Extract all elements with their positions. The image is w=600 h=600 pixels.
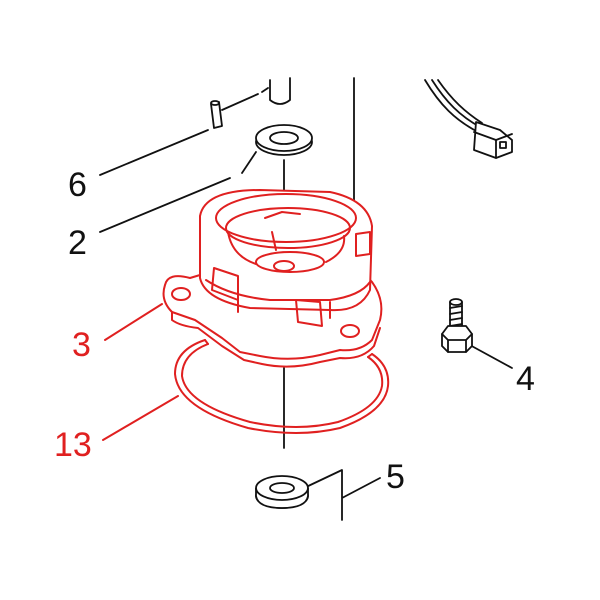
callout-label-6: 6 xyxy=(68,166,87,204)
bolt-part-4 xyxy=(441,298,473,353)
pin-part xyxy=(210,100,223,129)
o-ring-part-13 xyxy=(174,339,390,434)
leader-line-13 xyxy=(102,395,179,441)
callout-label-3: 3 xyxy=(72,326,91,364)
callout-label-4: 4 xyxy=(516,360,535,398)
leader-line-3 xyxy=(104,303,163,341)
wire-connector xyxy=(424,79,513,159)
shaft xyxy=(261,77,291,105)
housing-part-3 xyxy=(162,189,383,368)
callout-label-5: 5 xyxy=(386,458,405,496)
washer-part-5 xyxy=(255,475,309,509)
leader-line-6-pin xyxy=(221,93,259,111)
washer-part-2 xyxy=(255,124,313,156)
leader-line-6 xyxy=(99,129,209,176)
callout-label-13: 13 xyxy=(54,426,92,464)
leader-line-5 xyxy=(303,469,381,521)
leader-line-4 xyxy=(467,343,513,369)
callout-label-2: 2 xyxy=(68,224,87,262)
leader-line-2 xyxy=(99,151,257,233)
